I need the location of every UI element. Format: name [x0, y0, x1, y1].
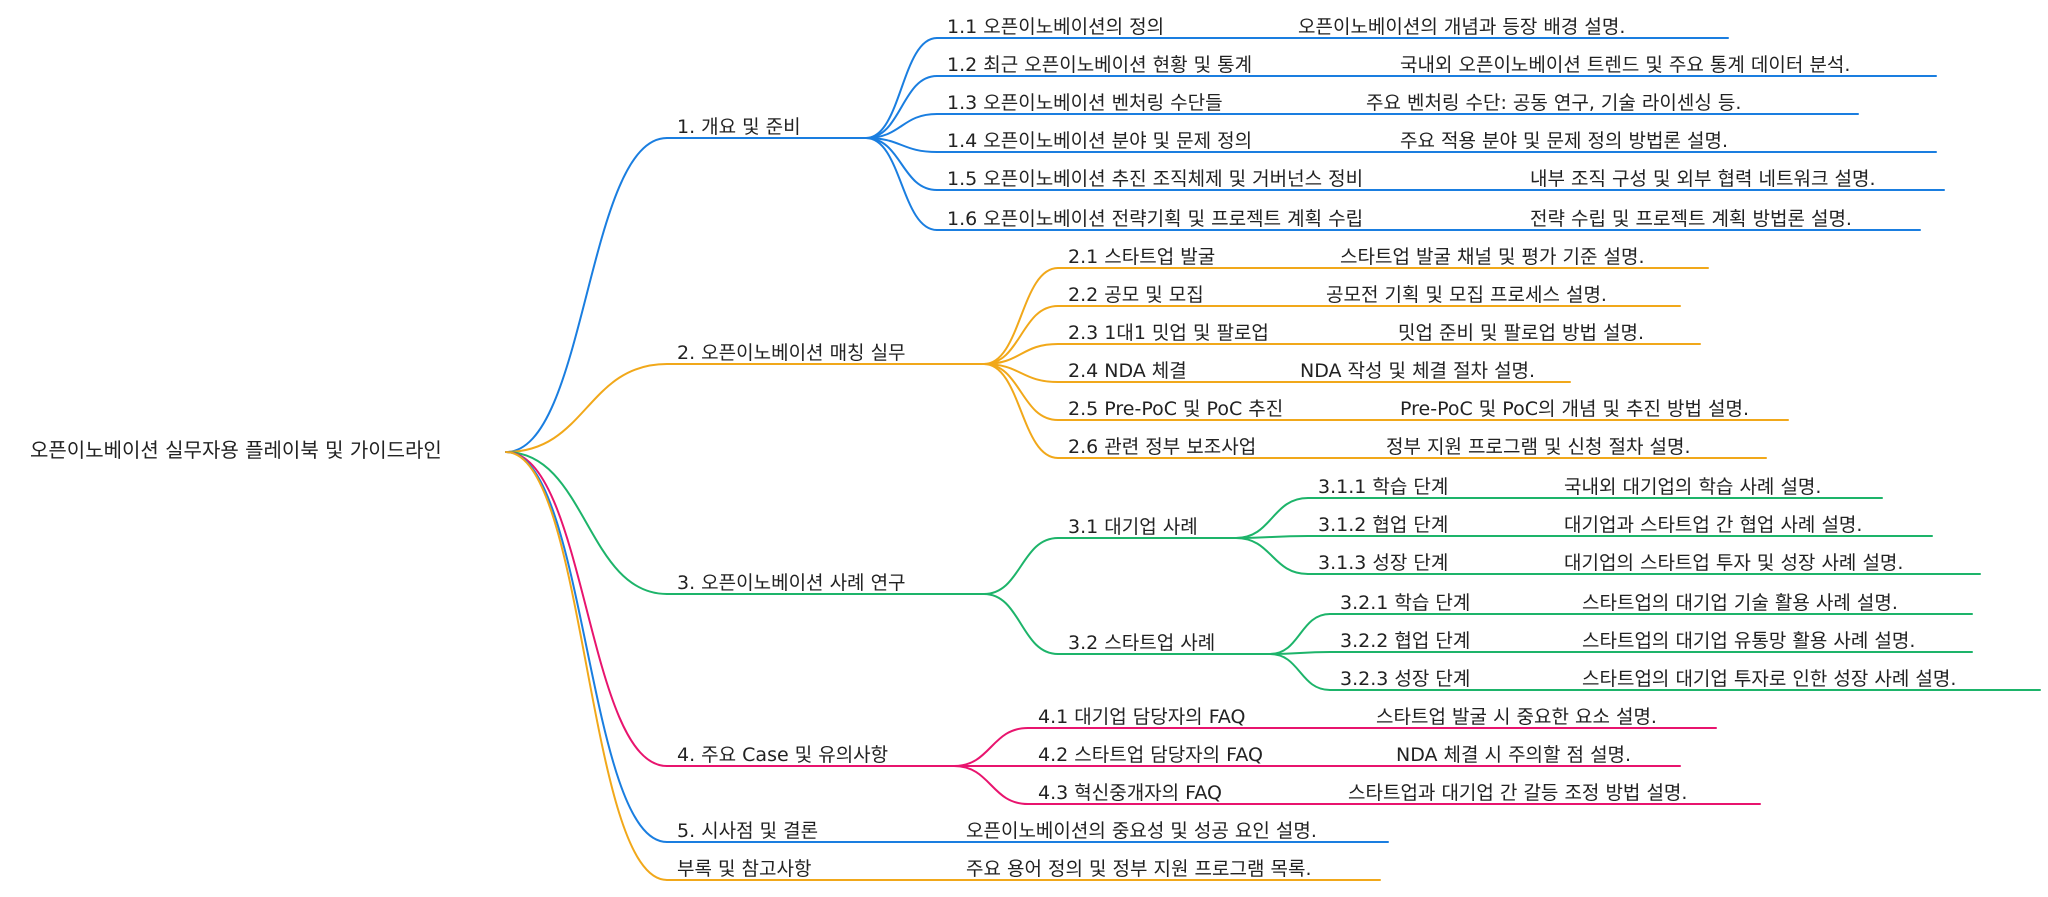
node-2-3-note: 밋업 준비 및 팔로업 방법 설명.: [1398, 322, 1644, 344]
edge-branch-3-node-3-2: [983, 593, 1059, 655]
branch-3-label: 3. 오픈이노베이션 사례 연구: [677, 572, 906, 594]
node-1-4-note: 주요 적용 분야 및 문제 정의 방법론 설명.: [1400, 130, 1728, 152]
edge-root-branch-2: [505, 363, 668, 453]
edge-branch-1-node-6: [865, 137, 938, 231]
edge-node-3-2-leaf-1: [1269, 613, 1331, 655]
edge-node-3-1-leaf-1: [1235, 497, 1309, 539]
node-3-1-1-note: 국내외 대기업의 학습 사례 설명.: [1564, 476, 1822, 498]
node-2-1-note: 스타트업 발굴 채널 및 평가 기준 설명.: [1340, 246, 1645, 268]
edge-branch-3-node-3-1: [983, 537, 1059, 595]
node-3-2-3-note: 스타트업의 대기업 투자로 인한 성장 사례 설명.: [1582, 668, 1957, 690]
node-4-1-note: 스타트업 발굴 시 중요한 요소 설명.: [1376, 706, 1657, 728]
node-4-2-note: NDA 체결 시 주의할 점 설명.: [1396, 744, 1632, 766]
node-2-5-label: 2.5 Pre-PoC 및 PoC 추진: [1068, 398, 1284, 420]
node-1-5-label: 1.5 오픈이노베이션 추진 조직체제 및 거버넌스 정비: [947, 168, 1364, 190]
node-1-1-label: 1.1 오픈이노베이션의 정의: [947, 16, 1165, 38]
node-3-2-3-label: 3.2.3 성장 단계: [1340, 668, 1471, 690]
node-2-2-label: 2.2 공모 및 모집: [1068, 284, 1204, 306]
edge-root-branch-3: [505, 451, 668, 595]
edge-branch-2-node-1: [983, 267, 1059, 365]
root-node: 오픈이노베이션 실무자용 플레이북 및 가이드라인: [30, 438, 442, 462]
edge-branch-2-node-4: [983, 363, 1059, 383]
node-1-6-label: 1.6 오픈이노베이션 전략기획 및 프로젝트 계획 수립: [947, 208, 1364, 230]
node-2-3-label: 2.3 1대1 밋업 및 팔로업: [1068, 322, 1269, 344]
edge-node-3-2-leaf-3: [1269, 653, 1331, 691]
node-3-2-label: 3.2 스타트업 사례: [1068, 632, 1216, 654]
node-2-2-note: 공모전 기획 및 모집 프로세스 설명.: [1326, 284, 1607, 306]
node-3-1-2-note: 대기업과 스타트업 간 협업 사례 설명.: [1564, 514, 1863, 536]
edge-branch-1-node-3: [865, 113, 938, 139]
edge-branch-4-node-3: [953, 765, 1029, 805]
edge-branch-2-node-6: [983, 363, 1059, 459]
node-1-6-note: 전략 수립 및 프로젝트 계획 방법론 설명.: [1530, 208, 1852, 230]
node-3-2-2-note: 스타트업의 대기업 유통망 활용 사례 설명.: [1582, 630, 1916, 652]
node-2-6-label: 2.6 관련 정부 보조사업: [1068, 436, 1257, 458]
node-1-1-note: 오픈이노베이션의 개념과 등장 배경 설명.: [1298, 16, 1626, 38]
node-2-5-note: Pre-PoC 및 PoC의 개념 및 추진 방법 설명.: [1400, 398, 1750, 420]
node-2-4-note: NDA 작성 및 체결 절차 설명.: [1300, 360, 1536, 382]
edge-branch-1-node-4: [865, 137, 938, 153]
node-3-1-1-label: 3.1.1 학습 단계: [1318, 476, 1449, 498]
branch-5-note: 오픈이노베이션의 중요성 및 성공 요인 설명.: [966, 820, 1317, 842]
node-2-6-note: 정부 지원 프로그램 및 신청 절차 설명.: [1386, 436, 1691, 458]
edge-root-branch-4: [505, 451, 668, 767]
branch-5-label: 5. 시사점 및 결론: [677, 820, 819, 842]
branch-1-label: 1. 개요 및 준비: [677, 116, 801, 138]
edge-branch-1-node-1: [865, 37, 938, 139]
node-3-1-3-label: 3.1.3 성장 단계: [1318, 552, 1449, 574]
node-4-2-label: 4.2 스타트업 담당자의 FAQ: [1038, 744, 1263, 766]
edge-branch-4-node-1: [953, 727, 1029, 767]
node-4-3-label: 4.3 혁신중개자의 FAQ: [1038, 782, 1222, 804]
node-4-1-label: 4.1 대기업 담당자의 FAQ: [1038, 706, 1246, 728]
branch-2-label: 2. 오픈이노베이션 매칭 실무: [677, 342, 906, 364]
node-3-2-1-note: 스타트업의 대기업 기술 활용 사례 설명.: [1582, 592, 1898, 614]
branch-6-label: 부록 및 참고사항: [677, 858, 812, 880]
branch-6-note: 주요 용어 정의 및 정부 지원 프로그램 목록.: [966, 858, 1312, 880]
node-4-3-note: 스타트업과 대기업 간 갈등 조정 방법 설명.: [1348, 782, 1688, 804]
node-1-4-label: 1.4 오픈이노베이션 분야 및 문제 정의: [947, 130, 1253, 152]
node-3-1-3-note: 대기업의 스타트업 투자 및 성장 사례 설명.: [1564, 552, 1904, 574]
node-3-2-2-label: 3.2.2 협업 단계: [1340, 630, 1471, 652]
node-2-4-label: 2.4 NDA 체결: [1068, 360, 1187, 382]
node-1-2-label: 1.2 최근 오픈이노베이션 현황 및 통계: [947, 54, 1253, 76]
node-1-3-note: 주요 벤처링 수단: 공동 연구, 기술 라이센싱 등.: [1366, 92, 1742, 114]
edge-root-branch-6: [505, 451, 668, 881]
node-1-5-note: 내부 조직 구성 및 외부 협력 네트워크 설명.: [1530, 168, 1876, 190]
edge-root-branch-5: [505, 451, 668, 843]
node-1-3-label: 1.3 오픈이노베이션 벤처링 수단들: [947, 92, 1223, 114]
edge-branch-1-node-2: [865, 75, 938, 139]
edge-node-3-1-leaf-3: [1235, 537, 1309, 575]
edge-branch-2-node-3: [983, 343, 1059, 365]
edge-root-branch-1: [505, 137, 668, 453]
node-2-1-label: 2.1 스타트업 발굴: [1068, 246, 1216, 268]
node-1-2-note: 국내외 오픈이노베이션 트렌드 및 주요 통계 데이터 분석.: [1400, 54, 1851, 76]
branch-4-label: 4. 주요 Case 및 유의사항: [677, 744, 889, 766]
node-3-2-1-label: 3.2.1 학습 단계: [1340, 592, 1471, 614]
edge-branch-2-node-2: [983, 305, 1059, 365]
node-3-1-2-label: 3.1.2 협업 단계: [1318, 514, 1449, 536]
node-3-1-label: 3.1 대기업 사례: [1068, 516, 1198, 538]
